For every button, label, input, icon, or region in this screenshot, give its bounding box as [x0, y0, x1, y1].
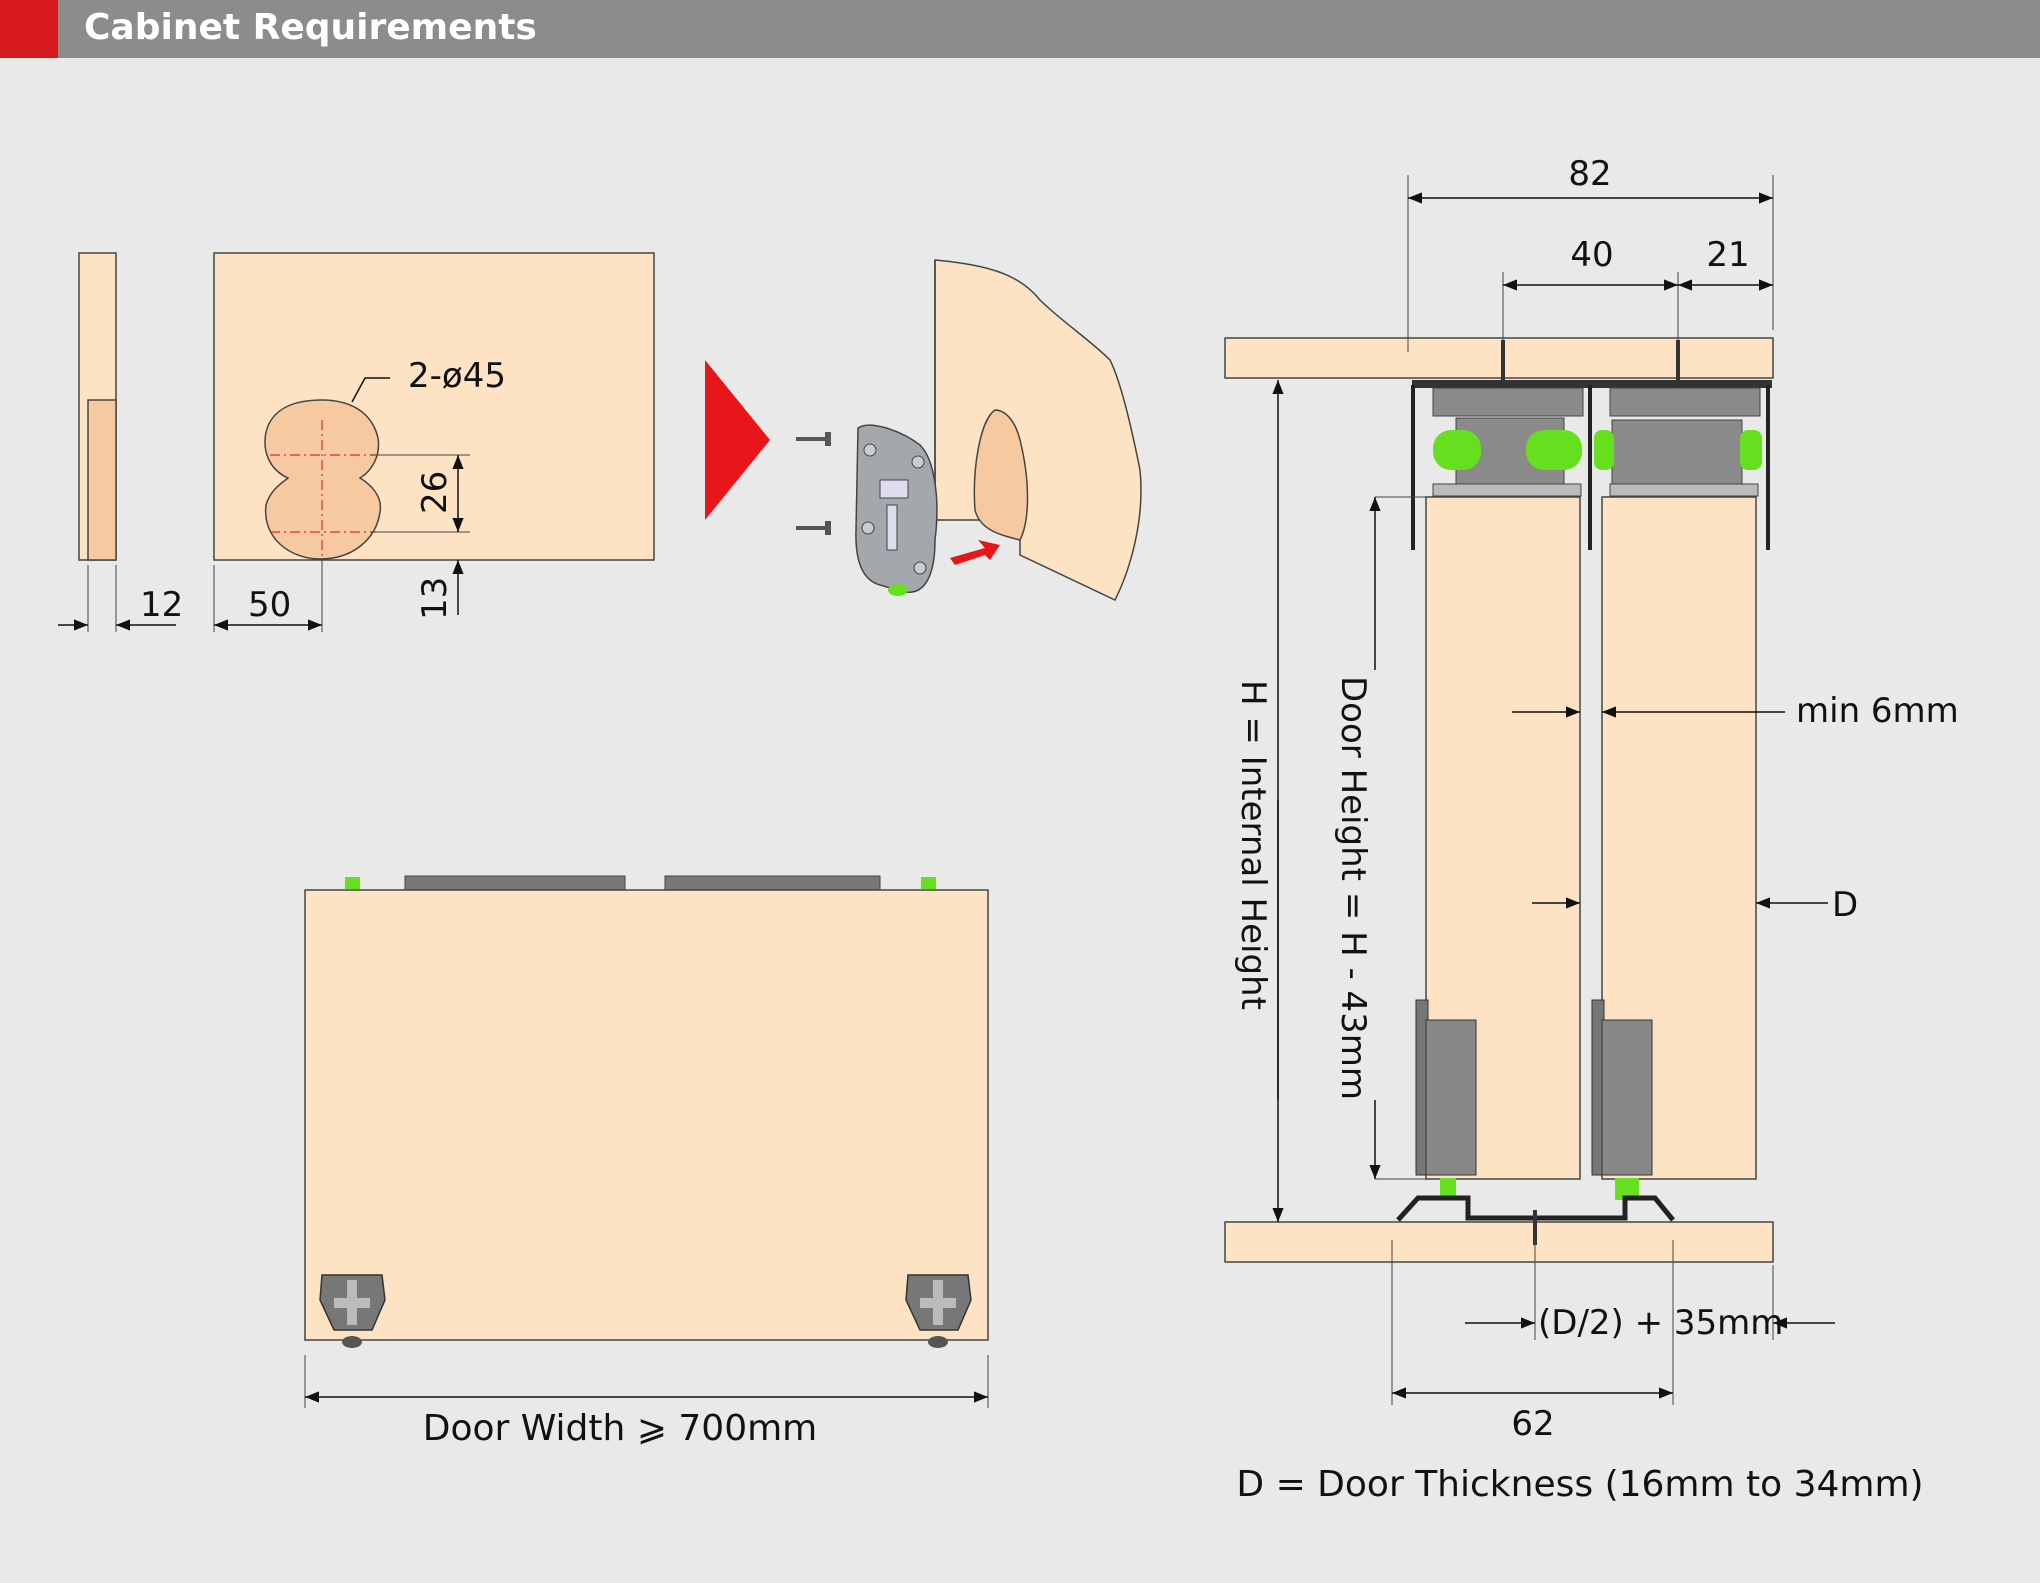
hole-label: 2-ø45 — [408, 356, 506, 396]
hinge-hole — [264, 399, 382, 560]
dim-total: 82 — [1568, 154, 1611, 194]
page-title: Cabinet Requirements — [84, 7, 537, 48]
roller-bracket-right — [905, 1274, 972, 1348]
panel-drilling-view: 2-ø45 26 13 50 — [213, 252, 655, 632]
door-front-view: Door Width ⩾ 700mm — [304, 875, 989, 1449]
door-panel-back — [1601, 496, 1757, 1180]
thickness-marker: D — [1832, 885, 1858, 925]
dim-center: 40 — [1570, 235, 1613, 275]
dim-side: 50 — [248, 585, 291, 625]
hinge-plate-install — [796, 259, 1142, 601]
door-height-label: Door Height = H - 43mm — [1333, 676, 1373, 1100]
header-accent — [0, 0, 58, 58]
dim-spacing: 26 — [415, 471, 455, 514]
track-width-label: 62 — [1511, 1404, 1554, 1444]
track-offset-label: (D/2) + 35mm — [1538, 1303, 1783, 1343]
cross-section-view: 82 40 21 — [1224, 154, 1959, 1505]
panel-edge-view: 12 — [58, 252, 183, 632]
thickness-legend: D = Door Thickness (16mm to 34mm) — [1236, 1464, 1923, 1505]
min-gap-label: min 6mm — [1796, 691, 1959, 731]
dim-edge: 13 — [415, 577, 455, 620]
dim-thickness: 12 — [140, 585, 183, 625]
internal-height-label: H = Internal Height — [1233, 680, 1273, 1010]
step-arrow-icon — [705, 360, 770, 520]
roller-bracket-left — [319, 1274, 386, 1348]
door-width-label: Door Width ⩾ 700mm — [423, 1408, 818, 1449]
header-bar — [0, 0, 2040, 58]
dim-edge-right: 21 — [1706, 235, 1749, 275]
